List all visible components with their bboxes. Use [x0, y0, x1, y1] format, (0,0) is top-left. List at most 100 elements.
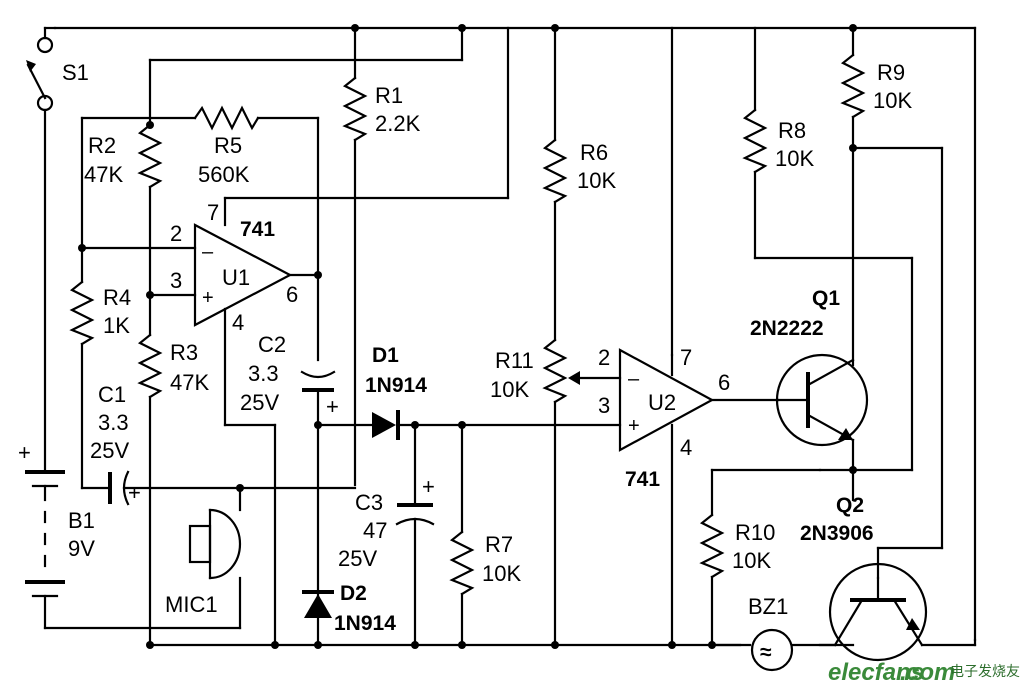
r8-value: 10K [775, 146, 814, 171]
capacitor-c3: C3 47 25V + [338, 423, 435, 647]
watermark-dot: . [900, 659, 907, 686]
c2-value: 3.3 [248, 361, 279, 386]
watermark: elecfans . com 电子发烧友 [828, 659, 1020, 686]
r2-ref: R2 [88, 133, 116, 158]
ground-rail-wires [43, 626, 855, 649]
u1-plus: + [202, 287, 214, 309]
battery-plus-sign: + [18, 440, 31, 465]
c3-value: 47 [363, 518, 387, 543]
c1-value: 3.3 [98, 410, 129, 435]
diode-d2: D2 1N914 [302, 582, 396, 635]
q1-ref: Q1 [812, 287, 840, 310]
u1-ref: U1 [222, 265, 250, 290]
resistor-r9: R9 10K [840, 26, 944, 580]
battery-b1: + B1 9V [18, 440, 95, 630]
opamp-u2: – + U2 741 2 3 6 7 4 [553, 345, 780, 647]
r10-ref: R10 [735, 520, 775, 545]
switch-s1-label: S1 [62, 60, 89, 85]
resistor-r5: R5 560K [80, 105, 320, 362]
u2-pin7: 7 [680, 345, 692, 370]
q2-ref: Q2 [836, 494, 864, 517]
resistor-r4: R4 1K [69, 246, 131, 490]
u1-pin3: 3 [170, 268, 182, 293]
c2-ref: C2 [258, 332, 286, 357]
top-rail-wires [53, 24, 977, 642]
c1-voltage: 25V [90, 438, 129, 463]
transistor-q2: Q2 2N3906 [800, 494, 977, 662]
u2-plus: + [628, 415, 640, 437]
battery-value-label: 9V [68, 536, 95, 561]
capacitor-c1: C1 3.3 25V + [80, 382, 357, 506]
buzzer-symbol: ≈ [760, 641, 772, 664]
r9-ref: R9 [877, 60, 905, 85]
resistor-r6: R6 10K [542, 26, 616, 342]
opamp-u1: – + U1 741 2 3 6 7 4 [78, 200, 322, 647]
resistor-r8: R8 10K [742, 108, 914, 472]
c3-voltage: 25V [338, 546, 377, 571]
r9-value: 10K [873, 88, 912, 113]
r1-value: 2.2K [375, 111, 421, 136]
potentiometer-r11: R11 10K [490, 338, 622, 647]
r6-ref: R6 [580, 140, 608, 165]
c1-plus: + [128, 480, 141, 505]
u1-part: 741 [240, 218, 275, 241]
switch-s1: S1 [26, 26, 89, 472]
r7-value: 10K [482, 561, 521, 586]
d2-part: 1N914 [334, 612, 396, 635]
r5-value: 560K [198, 162, 250, 187]
r8-ref: R8 [778, 118, 806, 143]
q1-part: 2N2222 [750, 317, 824, 340]
r1-ref: R1 [375, 83, 403, 108]
resistor-r10: R10 10K [699, 468, 855, 647]
u1-pin7: 7 [207, 200, 219, 225]
r4-value: 1K [103, 313, 130, 338]
capacitor-c2: C2 3.3 25V + [240, 332, 339, 647]
r4-ref: R4 [103, 285, 131, 310]
bz1-ref: BZ1 [748, 594, 788, 619]
watermark-domain: com [906, 659, 955, 686]
microphone-mic1: MIC1 [165, 486, 242, 630]
r6-value: 10K [577, 168, 616, 193]
r3-ref: R3 [170, 340, 198, 365]
d1-part: 1N914 [365, 374, 427, 397]
r11-value: 10K [490, 377, 529, 402]
resistor-r7: R7 10K [449, 423, 521, 647]
u2-minus: – [628, 368, 640, 390]
transistor-q1: Q1 2N2222 [750, 287, 869, 502]
u2-part: 741 [625, 468, 660, 491]
c1-ref: C1 [98, 382, 126, 407]
u1-pin4: 4 [232, 310, 244, 335]
u2-pin3: 3 [598, 393, 610, 418]
u1-pin6: 6 [286, 282, 298, 307]
r5-ref: R5 [214, 133, 242, 158]
d1-ref: D1 [372, 344, 399, 367]
d2-ref: D2 [340, 582, 367, 605]
r3-value: 47K [170, 370, 209, 395]
buzzer-bz1: ≈ BZ1 [710, 594, 837, 672]
q2-part: 2N3906 [800, 522, 874, 545]
r10-value: 10K [732, 548, 771, 573]
r11-ref: R11 [495, 348, 534, 373]
resistor-r1: R1 2.2K [342, 26, 421, 487]
resistor-r2: R2 47K [84, 121, 163, 297]
u2-pin2: 2 [598, 345, 610, 370]
mic-ref: MIC1 [165, 592, 218, 617]
watermark-brand: elecfans [828, 659, 924, 686]
u1-minus: – [202, 241, 214, 263]
c2-plus: + [326, 394, 339, 419]
diode-d1: D1 1N914 [316, 344, 557, 440]
battery-ref-label: B1 [68, 508, 95, 533]
r7-ref: R7 [485, 532, 513, 557]
watermark-cn: 电子发烧友 [950, 664, 1020, 680]
c3-ref: C3 [355, 490, 383, 515]
u2-pin4: 4 [680, 435, 692, 460]
u2-pin6: 6 [718, 370, 730, 395]
resistor-r3: R3 47K [137, 293, 209, 647]
u1-pin2: 2 [170, 221, 182, 246]
u2-ref: U2 [648, 390, 676, 415]
c3-plus: + [422, 474, 435, 499]
c2-voltage: 25V [240, 390, 279, 415]
r2-value: 47K [84, 162, 123, 187]
